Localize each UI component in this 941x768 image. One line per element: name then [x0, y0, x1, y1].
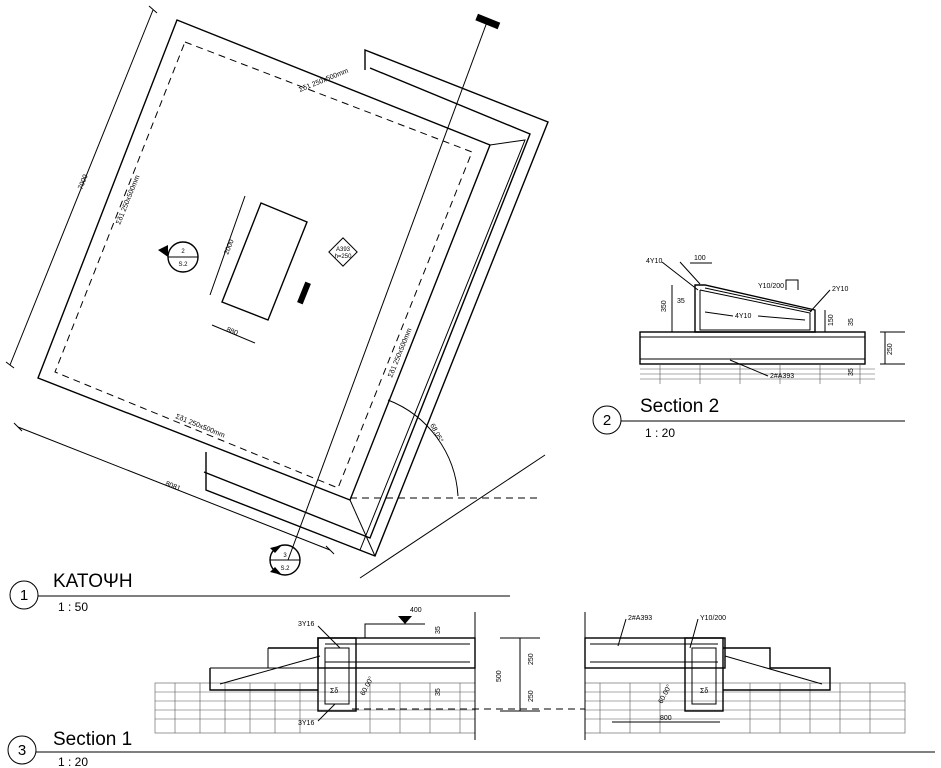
slab-edge-step [205, 48, 549, 557]
svg-text:35: 35 [435, 626, 442, 634]
svg-text:3Y16: 3Y16 [298, 621, 314, 628]
svg-text:S.2: S.2 [178, 262, 188, 268]
svg-text:Y10/200: Y10/200 [700, 615, 726, 622]
plan-dim-width: 7000 [77, 174, 89, 191]
plan-dim-length: 8081 [164, 480, 181, 492]
svg-text:2Y10: 2Y10 [832, 286, 848, 293]
section2-title: Section 2 [640, 396, 719, 417]
section2-title-block: 2 Section 2 1 : 20 [592, 396, 905, 440]
plan-view: 7000 8081 Σδ1 250x500mm Σδ1 250x500mm Σδ… [5, 5, 549, 614]
svg-text:Y10/200: Y10/200 [758, 283, 784, 290]
svg-text:Σδ: Σδ [700, 688, 708, 695]
svg-text:2#A393: 2#A393 [770, 373, 794, 380]
plan-beam-bottom: Σδ1 250x500mm [174, 413, 226, 439]
plan-angle: 68.05° [428, 422, 445, 444]
section1-scale: 1 : 20 [58, 755, 88, 768]
svg-text:35: 35 [848, 368, 855, 376]
svg-text:h=250: h=250 [335, 254, 353, 260]
svg-text:100: 100 [694, 255, 706, 262]
svg-text:250: 250 [528, 653, 535, 665]
plan-opening [221, 202, 308, 321]
svg-text:35: 35 [848, 318, 855, 326]
svg-text:1: 1 [20, 587, 28, 604]
svg-text:2#A393: 2#A393 [628, 615, 652, 622]
section1-view: 400 3Y16 3Y16 35 35 Σδ 60.00° 500 250 25… [7, 607, 935, 768]
svg-text:3Y16: 3Y16 [298, 720, 314, 727]
svg-text:Σδ: Σδ [330, 688, 338, 695]
plan-mesh-tag [328, 237, 358, 267]
section-marker-3: 3 S.2 [269, 544, 301, 576]
section1-ground-hatch-left [154, 682, 476, 734]
section1-ground-hatch-right [584, 682, 906, 734]
slab-outline [37, 19, 491, 501]
svg-text:800: 800 [660, 715, 672, 722]
svg-text:60.00°: 60.00° [359, 675, 376, 697]
svg-text:3: 3 [18, 742, 26, 759]
plan-opening-width: 880 [225, 326, 239, 337]
svg-text:35: 35 [677, 298, 685, 305]
svg-text:A393: A393 [336, 247, 351, 253]
plan-title: ΚΑΤΟΨΗ [53, 571, 133, 592]
section-cut-line [287, 21, 488, 561]
section2-view: 4Y10 100 Y10/200 2Y10 350 35 4Y10 150 35… [592, 255, 905, 440]
svg-text:60.00°: 60.00° [657, 683, 674, 705]
slab-inner-dashed [54, 41, 473, 489]
section1-title-block: 3 Section 1 1 : 20 [7, 729, 935, 768]
plan-scale: 1 : 50 [58, 600, 88, 614]
section2-scale: 1 : 20 [645, 426, 675, 440]
svg-text:4Y10: 4Y10 [646, 258, 662, 265]
svg-text:150: 150 [828, 314, 835, 326]
svg-text:250: 250 [887, 343, 894, 355]
section2-ground-hatch [640, 364, 875, 384]
svg-text:2: 2 [181, 249, 185, 255]
svg-text:2: 2 [603, 412, 611, 429]
svg-text:S.2: S.2 [280, 566, 290, 572]
svg-text:350: 350 [661, 300, 668, 312]
plan-beam-left: Σδ1 250x500mm [115, 174, 141, 226]
section1-title: Section 1 [53, 729, 132, 750]
svg-text:250: 250 [528, 690, 535, 702]
svg-text:4Y10: 4Y10 [735, 313, 751, 320]
svg-text:400: 400 [410, 607, 422, 614]
svg-text:500: 500 [496, 670, 503, 682]
plan-opening-height: 2000 [223, 239, 235, 256]
svg-text:35: 35 [435, 688, 442, 696]
section-marker-2: 2 S.2 [158, 241, 199, 273]
svg-text:3: 3 [283, 553, 287, 559]
plan-title-block: 1 ΚΑΤΟΨΗ 1 : 50 [9, 571, 510, 614]
